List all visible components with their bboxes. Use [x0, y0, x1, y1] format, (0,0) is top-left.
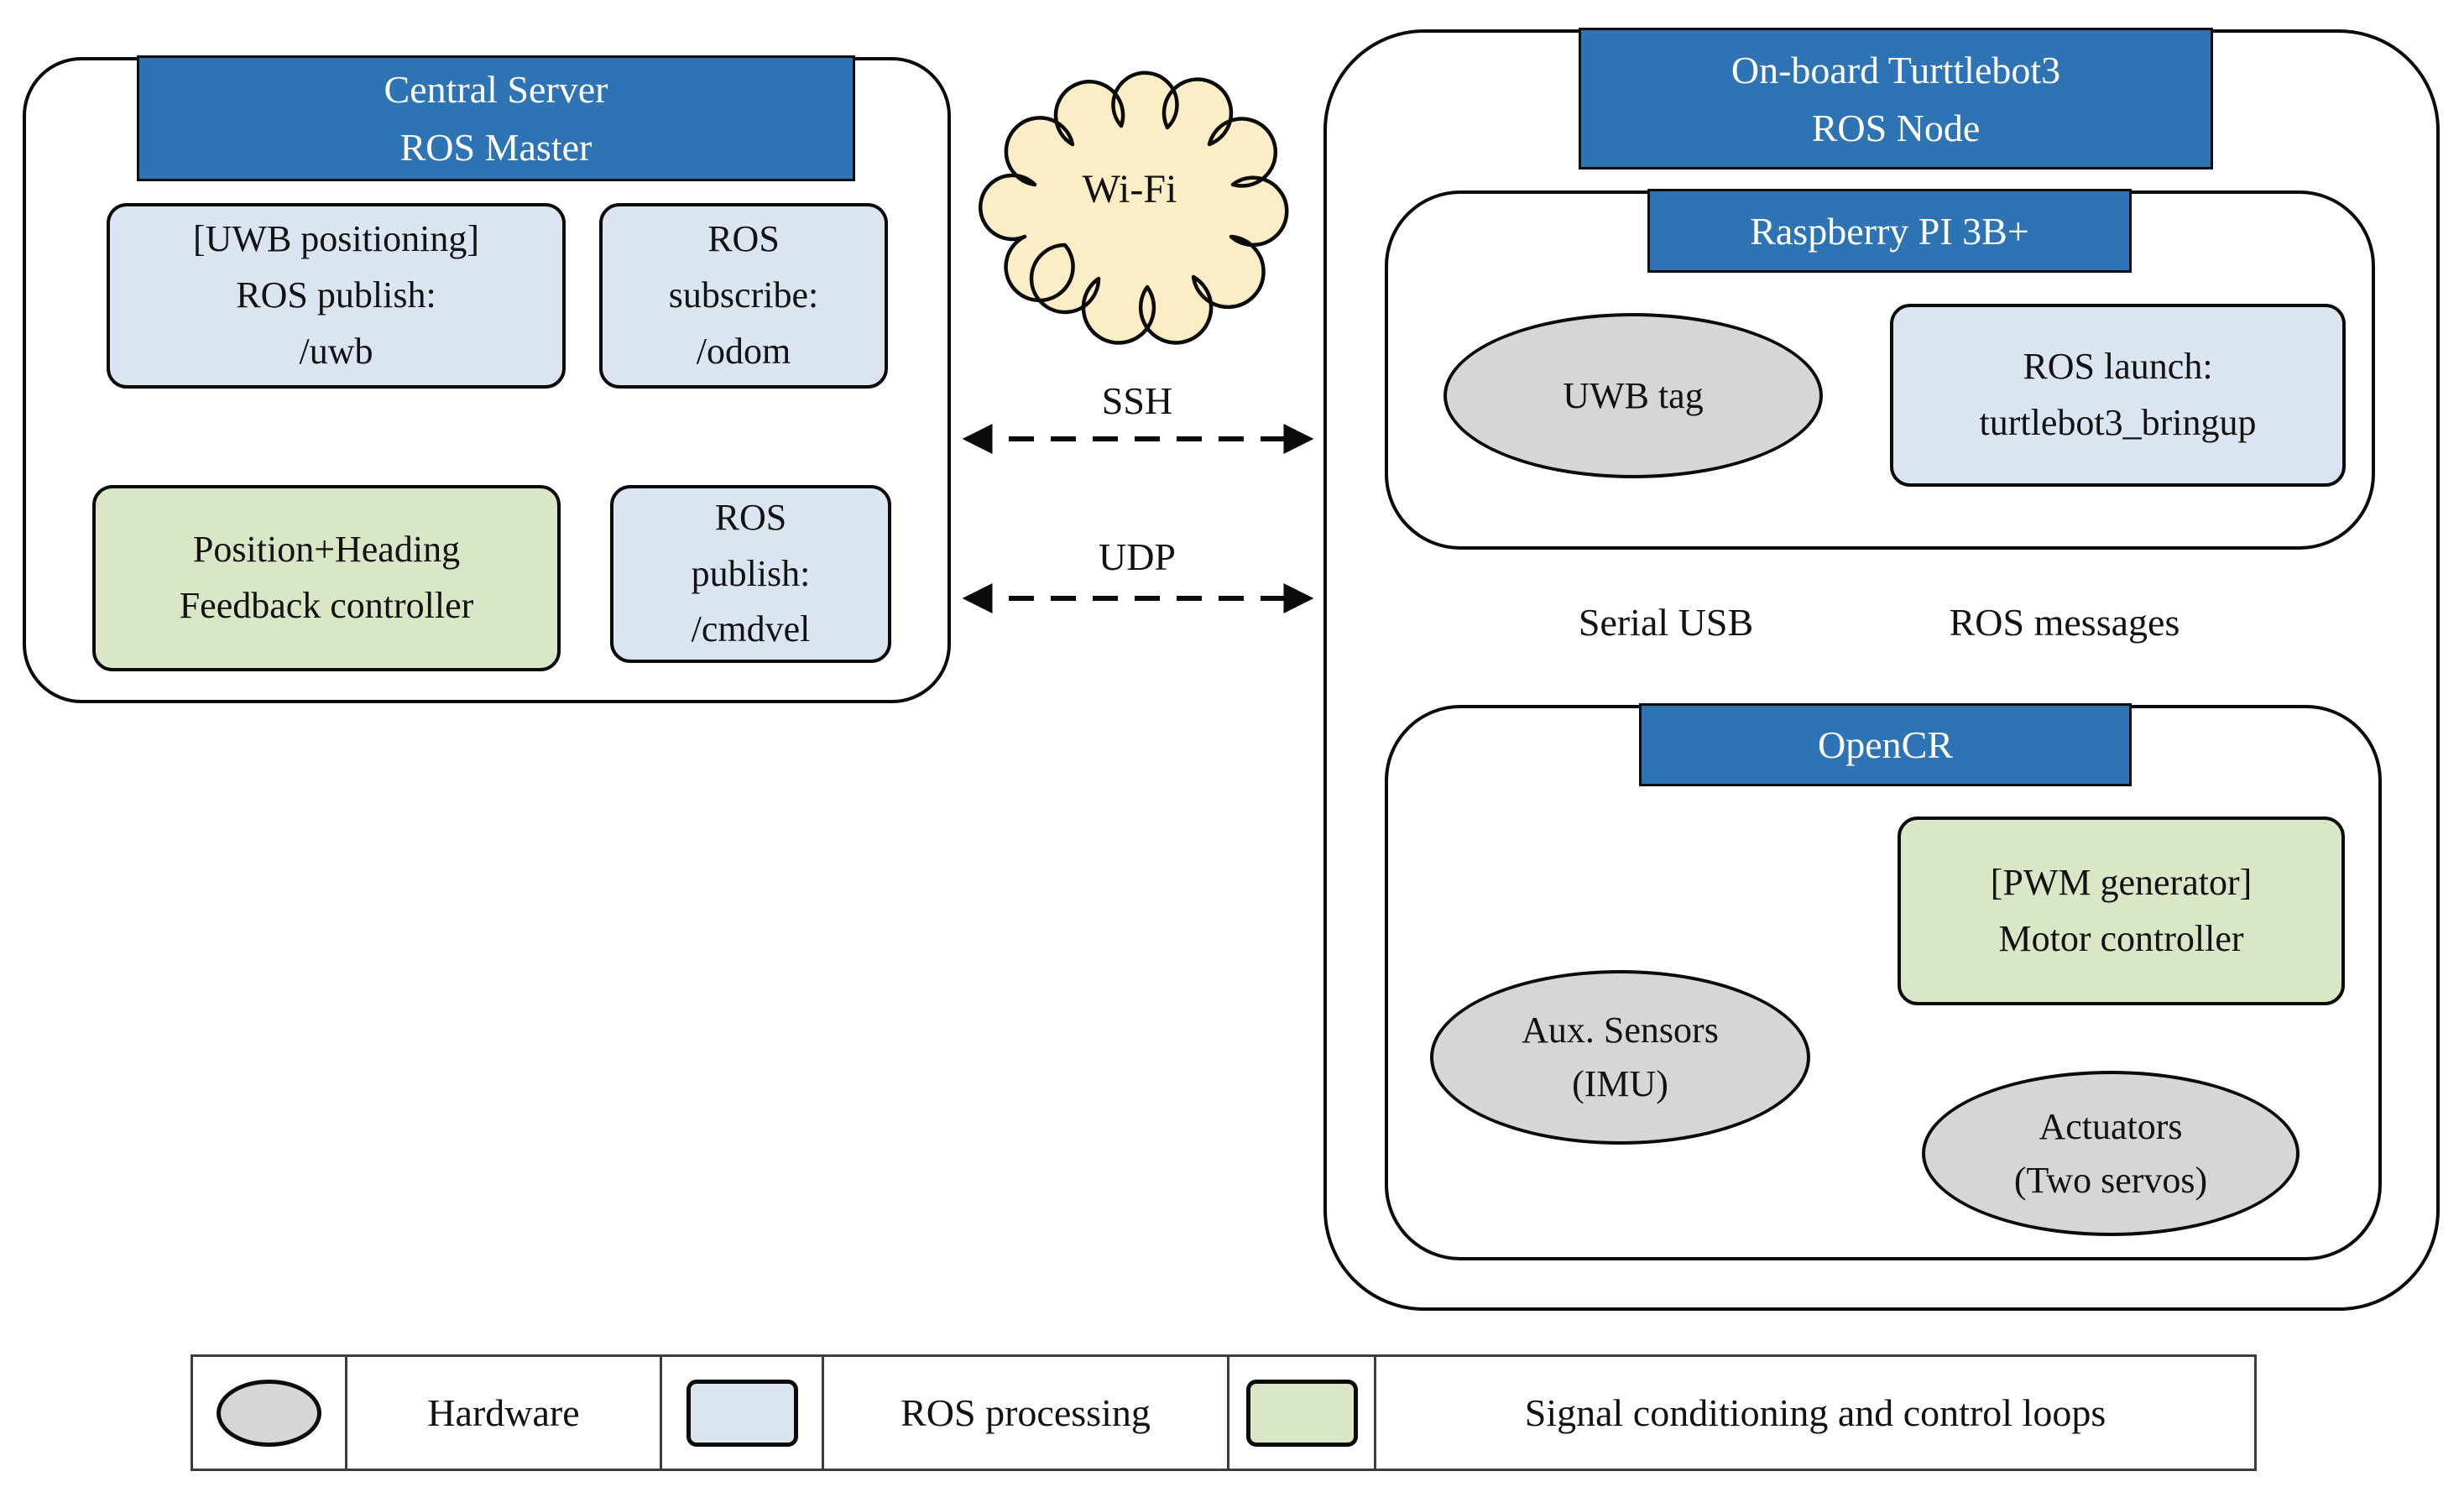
- legend-hardware-label: Hardware: [347, 1357, 662, 1469]
- uwb-positioning-box: [UWB positioning] ROS publish: /uwb: [107, 203, 566, 389]
- legend-hardware-swatch-cell: [193, 1357, 347, 1469]
- onboard-turtlebot-header: On-board Turttlebot3 ROS Node: [1579, 28, 2213, 170]
- feedback-controller-box: Position+Heading Feedback controller: [92, 485, 561, 671]
- aux-sensors-ellipse: Aux. Sensors (IMU): [1430, 970, 1810, 1145]
- ros-launch-box: ROS launch: turtlebot3_bringup: [1890, 304, 2346, 487]
- udp-label: UDP: [1098, 535, 1177, 578]
- raspberry-pi-header: Raspberry PI 3B+: [1647, 189, 2132, 273]
- legend: Hardware ROS processing Signal condition…: [191, 1354, 2257, 1471]
- ros-messages-label: ROS messages: [1949, 600, 2180, 644]
- actuators-ellipse: Actuators (Two servos): [1922, 1071, 2300, 1236]
- wifi-cloud: [979, 70, 1289, 345]
- central-server-header: Central Server ROS Master: [137, 55, 855, 181]
- legend-ros-label: ROS processing: [824, 1357, 1229, 1469]
- uwb-tag-ellipse: UWB tag: [1443, 313, 1823, 478]
- legend-ros-swatch-cell: [662, 1357, 824, 1469]
- ros-subscribe-odom-box: ROS subscribe: /odom: [599, 203, 888, 389]
- wifi-label: Wi-Fi: [1082, 166, 1177, 211]
- hardware-swatch-icon: [217, 1379, 321, 1447]
- ros-processing-swatch-icon: [686, 1379, 798, 1447]
- serial-usb-label: Serial USB: [1578, 600, 1754, 644]
- ssh-label: SSH: [1101, 378, 1173, 422]
- motor-controller-box: [PWM generator] Motor controller: [1898, 817, 2345, 1005]
- opencr-header: OpenCR: [1639, 703, 2132, 786]
- signal-conditioning-swatch-icon: [1245, 1379, 1358, 1447]
- ros-publish-cmdvel-box: ROS publish: /cmdvel: [610, 485, 891, 663]
- legend-signal-label: Signal conditioning and control loops: [1524, 1391, 2106, 1434]
- legend-signal-swatch-cell: [1229, 1357, 1376, 1469]
